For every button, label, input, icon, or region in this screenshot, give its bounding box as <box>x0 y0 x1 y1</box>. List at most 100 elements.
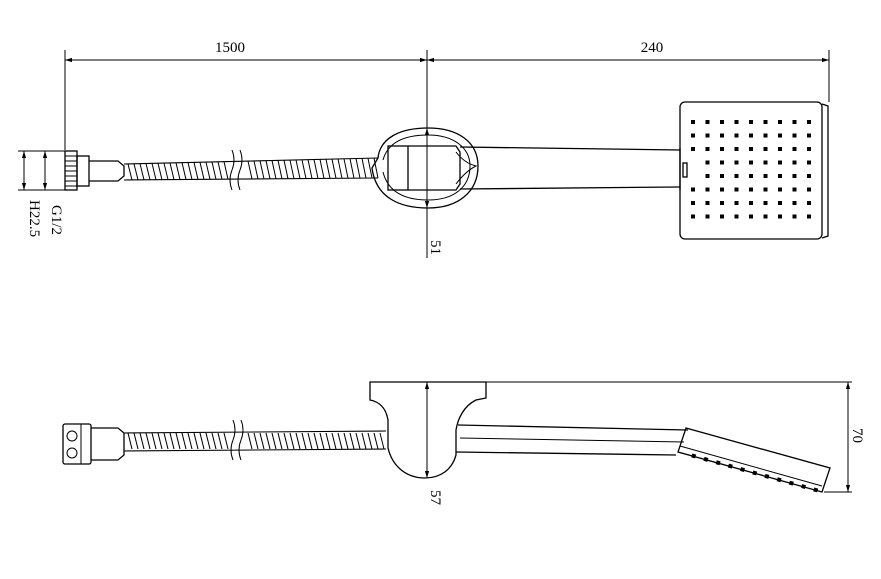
hose-coil <box>145 163 151 180</box>
head-length-label: 240 <box>641 40 664 56</box>
hose-coil <box>277 160 283 179</box>
hose-coils-top <box>127 157 379 181</box>
hose-coil <box>265 160 271 179</box>
dimension-total-height: 70 <box>486 381 865 493</box>
hose-coil <box>259 160 265 180</box>
spray-hole <box>720 160 724 165</box>
hose-coil <box>133 163 139 181</box>
hose-coil <box>307 432 313 450</box>
hose-coil <box>271 160 277 179</box>
nozzle <box>764 473 770 479</box>
hose-coil <box>319 432 325 450</box>
nozzle <box>813 487 819 493</box>
spray-hole <box>763 174 768 178</box>
hose-coil <box>349 432 355 450</box>
spray-hole <box>778 133 782 138</box>
spray-hole <box>778 187 782 192</box>
dimension-hose-length: 1500 <box>64 40 428 258</box>
hose-coil <box>289 432 295 450</box>
hose-coil <box>199 162 205 180</box>
hose-coil <box>367 158 373 179</box>
hose-coil <box>253 160 259 180</box>
hose-length-label: 1500 <box>215 40 245 56</box>
spray-hole <box>720 201 724 205</box>
spray-hole <box>705 160 710 165</box>
spray-hole <box>763 187 768 192</box>
hose-connector-top: G1/2 H22.5 <box>18 150 125 237</box>
spray-hole <box>720 120 724 124</box>
bracket-depth-label: 57 <box>427 490 443 506</box>
spray-hole <box>720 133 724 138</box>
hose-coil <box>199 432 205 450</box>
hose-coil <box>181 162 187 180</box>
hose-coil <box>145 432 151 450</box>
nozzle <box>703 456 709 462</box>
hose-coil <box>265 432 271 450</box>
dimension-head-length: 240 <box>427 40 830 102</box>
hose-coil <box>169 432 175 450</box>
spray-hole <box>792 120 797 124</box>
hose-coil <box>187 432 193 450</box>
spray-hole <box>763 214 768 219</box>
spray-hole <box>749 120 753 124</box>
spray-hole <box>807 133 811 138</box>
shower-head-top <box>679 101 829 240</box>
hose-coil <box>139 432 145 450</box>
hose-coil <box>283 160 289 179</box>
hose-coil <box>211 161 217 180</box>
spray-hole <box>720 174 724 178</box>
spray-hole <box>691 187 695 192</box>
spray-hole <box>749 214 753 219</box>
shower-handle-top <box>459 146 688 190</box>
hose-coil <box>301 432 307 450</box>
spray-hole <box>807 201 811 205</box>
hose-coil <box>337 158 343 179</box>
nozzle <box>715 460 721 466</box>
spray-hole <box>807 160 811 165</box>
shower-head-side <box>677 427 831 493</box>
spray-hole <box>720 187 724 192</box>
shower-hose-side <box>123 419 387 461</box>
nozzle <box>691 453 697 459</box>
spray-hole <box>749 174 753 178</box>
spray-hole <box>749 160 753 165</box>
shower-hose-top <box>123 149 379 191</box>
spray-hole <box>763 201 768 205</box>
hose-coil <box>355 158 361 179</box>
spray-hole <box>807 214 811 219</box>
spray-hole <box>763 120 768 124</box>
hose-coil <box>217 432 223 450</box>
spray-hole <box>807 147 811 151</box>
hose-coil <box>157 163 163 180</box>
hose-coil <box>373 432 379 450</box>
spray-hole <box>792 133 797 138</box>
hose-coil <box>313 159 319 179</box>
hose-coil <box>325 159 331 179</box>
spray-hole <box>792 187 797 192</box>
spray-hole <box>734 187 739 192</box>
nozzle <box>740 467 745 473</box>
nozzle <box>752 470 758 476</box>
shower-handle-side <box>455 424 689 456</box>
spray-hole <box>720 147 724 151</box>
spray-hole <box>792 201 797 205</box>
spray-hole <box>763 133 768 138</box>
hose-coil <box>205 161 211 180</box>
hose-coil <box>253 432 259 450</box>
hose-coil <box>361 158 367 179</box>
hose-coil <box>289 159 295 179</box>
nozzle <box>776 477 782 483</box>
hose-coil <box>283 432 289 450</box>
spray-hole <box>705 201 710 205</box>
hose-coil <box>277 432 283 450</box>
spray-hole <box>749 187 753 192</box>
hose-coil <box>361 432 367 450</box>
hose-coil <box>343 432 349 450</box>
hose-coil <box>163 432 169 450</box>
hose-coil <box>343 158 349 179</box>
hose-coil <box>151 163 157 180</box>
spray-hole <box>734 120 739 124</box>
hose-coil <box>295 159 301 179</box>
spray-hole <box>734 147 739 151</box>
